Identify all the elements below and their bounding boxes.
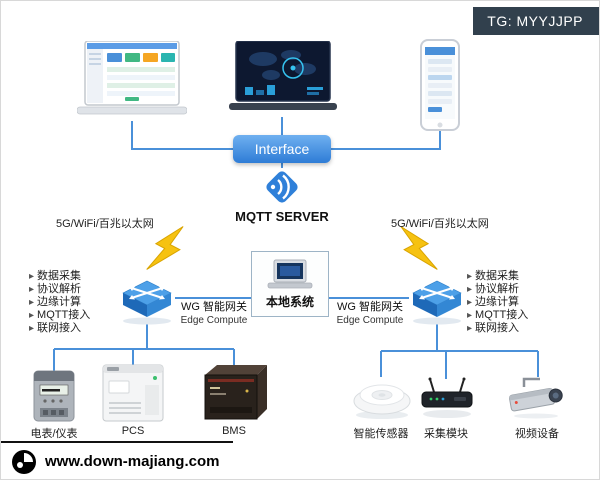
interface-label: Interface xyxy=(254,141,310,157)
device-label-camera: 视频设备 xyxy=(515,428,559,440)
feature-item: 联网接入 xyxy=(467,322,528,335)
monitor-phone xyxy=(420,39,460,136)
pcs-device-icon xyxy=(101,363,165,428)
link-label-right: 5G/WiFi/百兆以太网 xyxy=(391,218,489,230)
feature-item: 边缘计算 xyxy=(467,296,528,309)
switch-right-icon xyxy=(412,280,462,325)
mqtt-diamond-icon xyxy=(266,171,298,203)
laptop-light-icon xyxy=(76,40,188,115)
gateway-right-label: WG 智能网关 Edge Compute xyxy=(331,301,409,327)
local-laptop-icon xyxy=(267,259,313,288)
local-system-box: 本地系统 xyxy=(251,251,329,317)
feature-item: 数据采集 xyxy=(29,270,90,283)
feature-item: 协议解析 xyxy=(467,283,528,296)
device-label-pcs: PCS xyxy=(121,425,145,437)
dashboard-laptop-dark xyxy=(229,40,337,122)
device-label-sensor: 智能传感器 xyxy=(353,428,409,440)
device-label-module: 采集模块 xyxy=(424,428,468,440)
feature-item: 协议解析 xyxy=(29,283,90,296)
cctv-camera-icon xyxy=(508,377,563,419)
pcs-icon xyxy=(102,364,164,422)
gateway-left-label: WG 智能网关 Edge Compute xyxy=(175,301,253,327)
collector-device-icon xyxy=(418,377,476,426)
feature-item: 边缘计算 xyxy=(29,296,90,309)
gateway-right-name: WG 智能网关 xyxy=(337,301,403,313)
sensor-icon xyxy=(353,384,411,419)
site-url: www.down-majiang.com xyxy=(45,453,220,470)
gateway-left-icon xyxy=(119,275,175,330)
gateway-right-icon xyxy=(409,275,465,330)
gateway-right-features: 数据采集 协议解析 边缘计算 MQTT接入 联网接入 xyxy=(467,270,528,335)
feature-item: MQTT接入 xyxy=(467,309,528,322)
watermark-footer: www.down-majiang.com xyxy=(1,441,233,479)
collector-module-icon xyxy=(421,377,473,418)
interface-node: Interface xyxy=(233,135,331,163)
feature-item: 联网接入 xyxy=(29,322,90,335)
link-label-left: 5G/WiFi/百兆以太网 xyxy=(56,218,154,230)
switch-left-icon xyxy=(122,280,172,325)
gateway-left-name: WG 智能网关 xyxy=(181,301,247,313)
watermark-badge: TG: MYYJJPP xyxy=(473,7,599,35)
local-system-label: 本地系统 xyxy=(265,294,314,309)
meter-device-icon xyxy=(32,369,76,428)
gateway-left-subtitle: Edge Compute xyxy=(180,315,248,326)
camera-device-icon xyxy=(506,375,568,424)
dashboard-laptop-light xyxy=(76,40,188,126)
laptop-dark-icon xyxy=(229,40,337,110)
gateway-left-features: 数据采集 协议解析 边缘计算 MQTT接入 联网接入 xyxy=(29,270,90,335)
feature-item: MQTT接入 xyxy=(29,309,90,322)
device-label-bms: BMS xyxy=(222,425,246,437)
bms-device-icon xyxy=(201,363,269,428)
feature-item: 数据采集 xyxy=(467,270,528,283)
mqtt-server-icon xyxy=(262,167,302,212)
sensor-device-icon xyxy=(349,375,415,426)
device-label-meter: 电表/仪表 xyxy=(30,428,78,440)
meter-icon xyxy=(33,370,75,422)
mqtt-server-label: MQTT SERVER xyxy=(235,209,329,224)
phone-icon xyxy=(420,39,460,131)
site-logo-icon xyxy=(12,449,36,474)
bms-icon xyxy=(204,365,267,420)
gateway-right-subtitle: Edge Compute xyxy=(336,315,404,326)
